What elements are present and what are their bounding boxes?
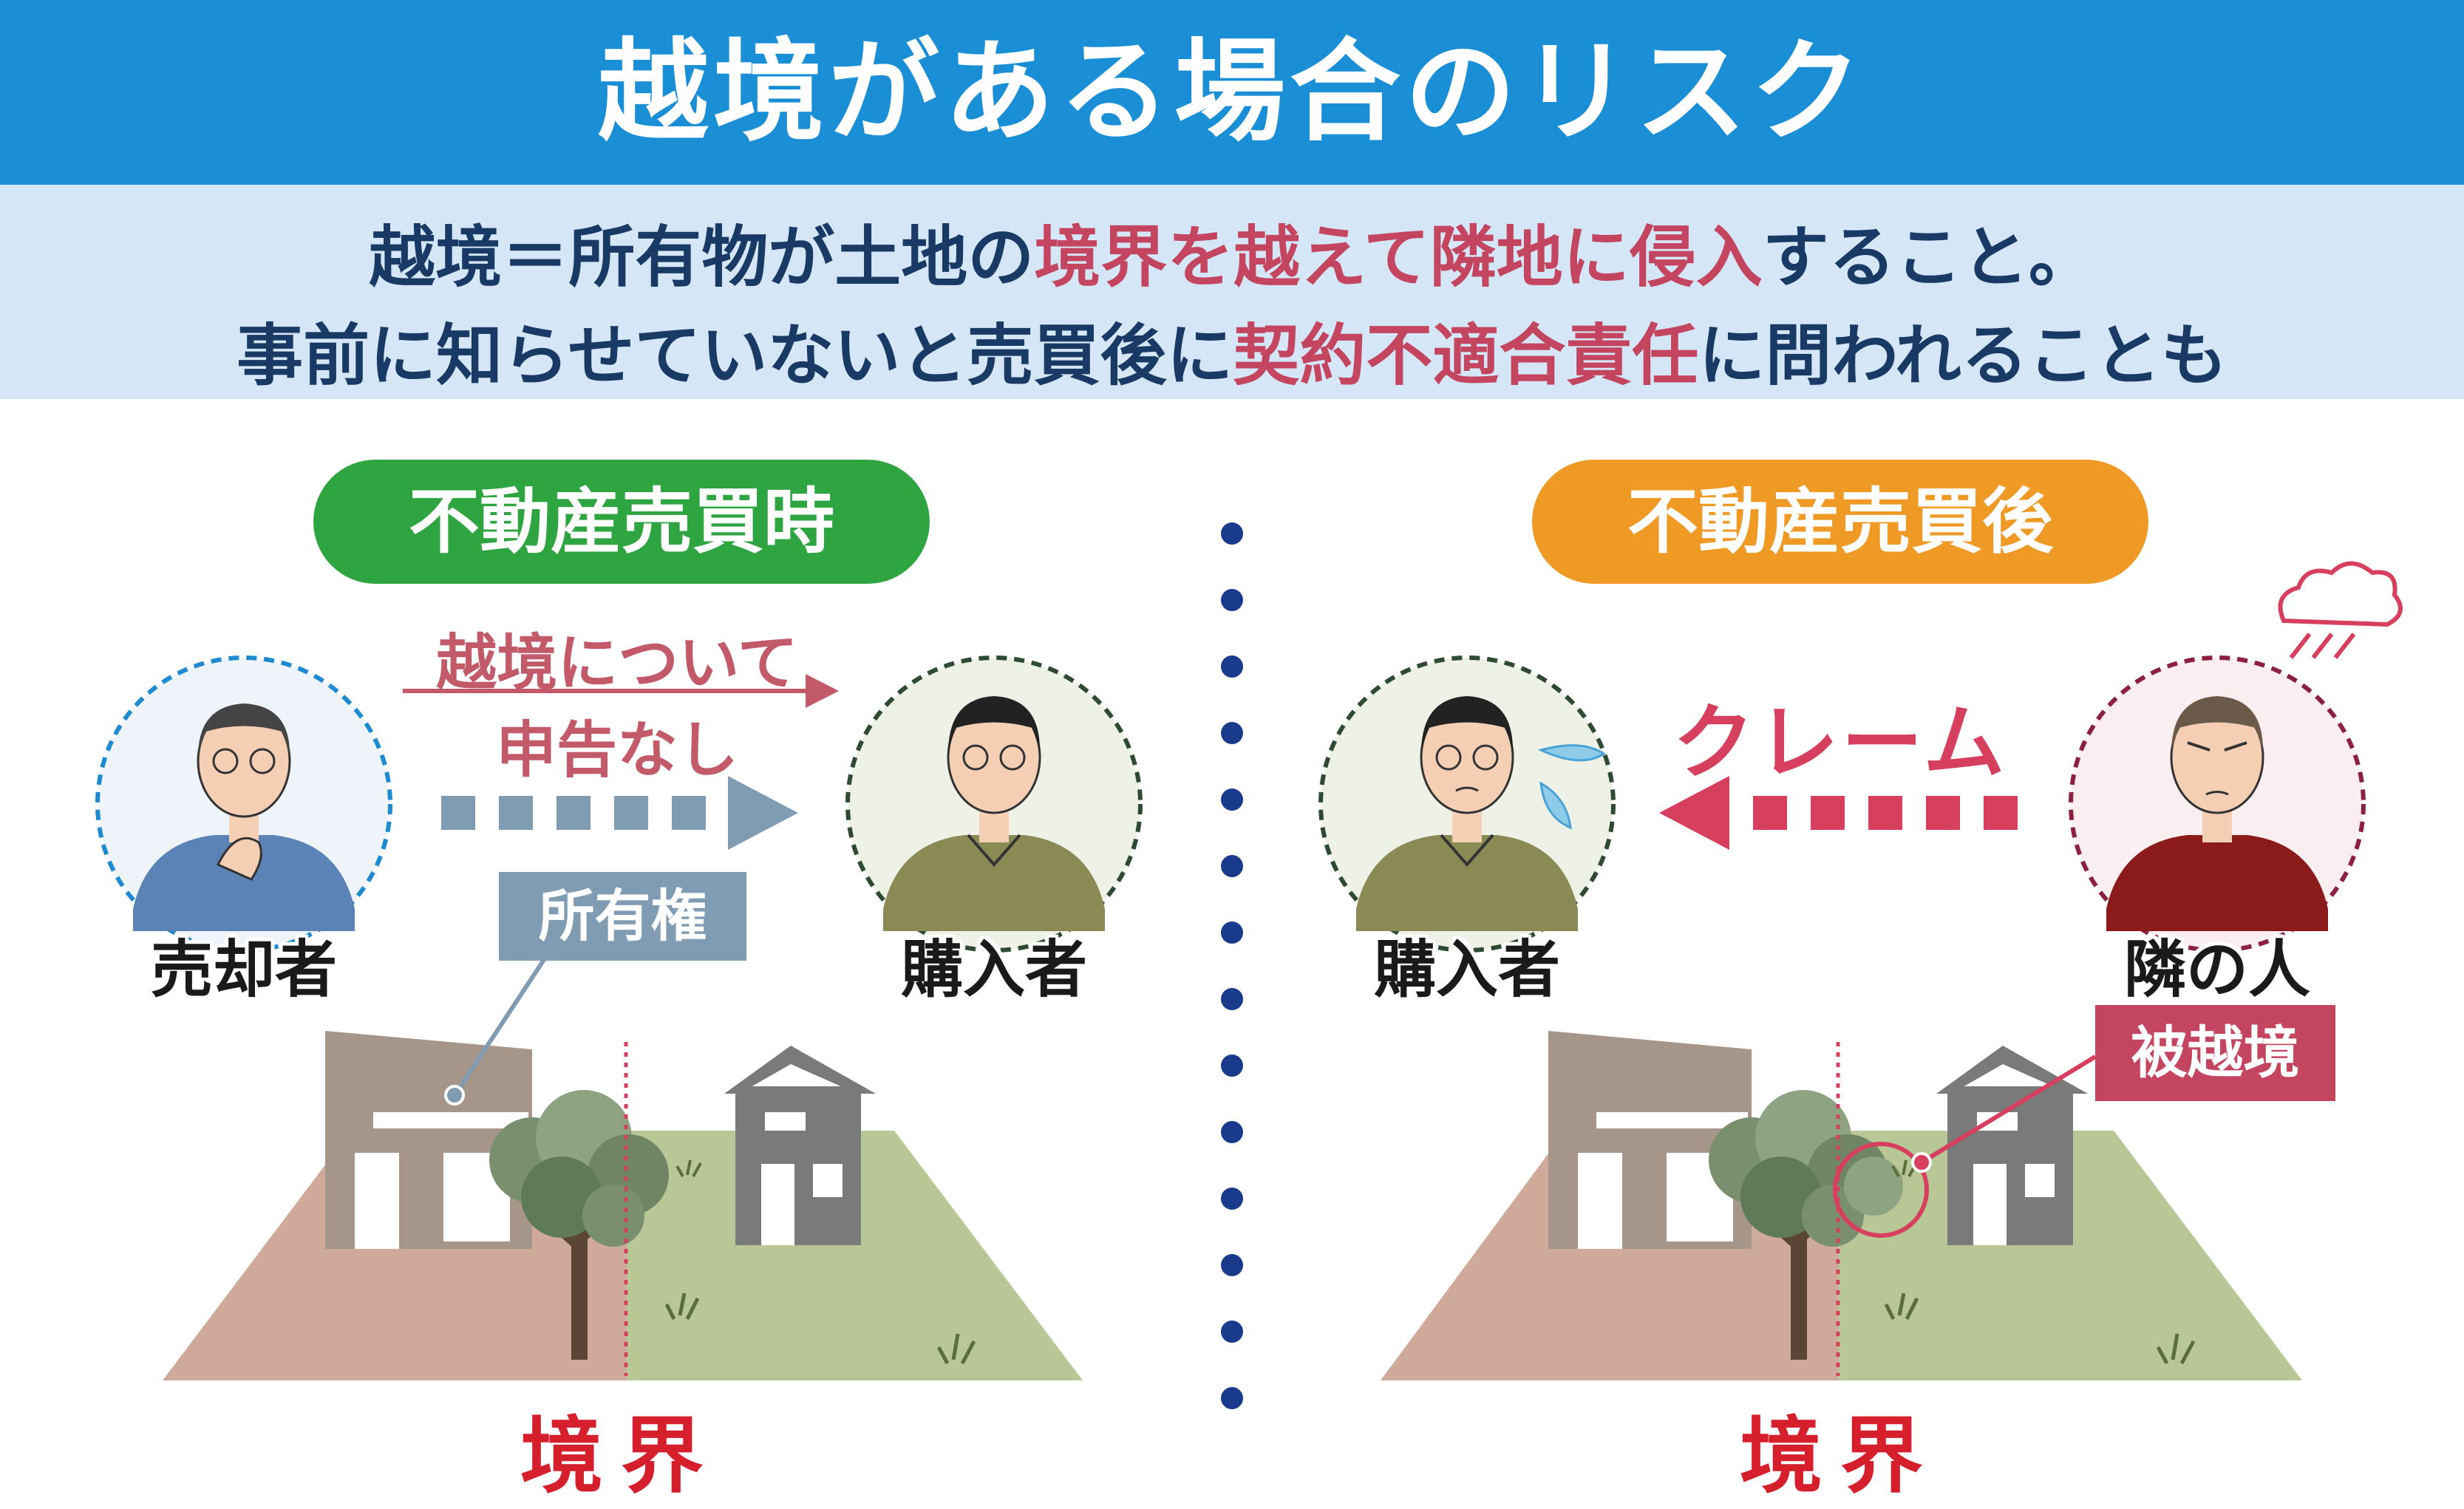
claim-text: クレーム: [1672, 695, 2008, 790]
seller-label: 売却者: [150, 933, 337, 1006]
sweat-drops-icon: [1537, 744, 1606, 830]
arrow-text-line-2: 申告なし: [495, 715, 738, 786]
buyer-label-right: 購入者: [1373, 933, 1560, 1006]
right-land-scene: [1381, 1031, 2302, 1380]
claim-arrow: [1659, 776, 2018, 850]
subtitle-line-1: 越境＝所有物が土地の境界を越えて隣地に侵入すること。: [0, 203, 2464, 299]
grass-icon: [1884, 1292, 1919, 1321]
page-title: 越境がある場合のリスク: [597, 28, 1866, 157]
ownership-tag: 所有権: [499, 872, 746, 961]
anger-cloud-icon: [2278, 561, 2403, 659]
subtitle-text: 越境＝所有物が土地の: [369, 219, 1035, 296]
heading-after-sale: 不動産売買後: [1532, 460, 2148, 584]
tree-right: [1709, 1090, 1903, 1360]
neighbor-house: [1936, 1046, 2088, 1245]
transfer-arrow: [441, 776, 798, 850]
buyer-house: [724, 1046, 876, 1245]
neighbor-label: 隣の人: [2123, 933, 2310, 1006]
encroached-tag: 被越境: [2095, 1005, 2335, 1101]
subtitle-text: すること。: [1762, 219, 2095, 296]
title-bar: [0, 0, 2464, 185]
grass-icon: [675, 1159, 702, 1177]
neighbor-avatar: [2069, 655, 2366, 953]
subtitle-band: [0, 185, 2464, 399]
boundary-label-left: 境界: [520, 1408, 721, 1505]
left-land-scene: [163, 1031, 1083, 1380]
subtitle-text: に問われることも: [1698, 317, 2228, 395]
grass-icon: [664, 1292, 700, 1321]
boundary-label-right: 境界: [1740, 1408, 1941, 1505]
no-declaration-arrow: [403, 674, 839, 708]
subtitle-text: 事前に知らせていないと売買後に: [236, 317, 1233, 395]
subtitle-highlight: 境界を越えて隣地に侵入: [1034, 219, 1763, 296]
encroachment-highlight: [1833, 1142, 1929, 1238]
center-divider: [1221, 522, 1243, 1409]
grass-icon: [2156, 1333, 2196, 1365]
encroached-pointer: [1911, 1055, 2097, 1173]
tree-left: [489, 1090, 669, 1360]
seller-avatar: [95, 655, 392, 953]
grass-icon: [936, 1333, 976, 1365]
ownership-pointer: [444, 948, 553, 1106]
arrow-text-line-1: 越境について: [436, 628, 798, 698]
buyer-label-left: 購入者: [900, 933, 1087, 1006]
subtitle-line-2: 事前に知らせていないと売買後に契約不適合責任に問われることも: [0, 302, 2464, 398]
subtitle-highlight: 契約不適合責任: [1233, 317, 1699, 395]
buyer-avatar-right: [1318, 655, 1616, 953]
buyer-avatar-left: [845, 655, 1143, 953]
heading-at-sale: 不動産売買時: [313, 460, 930, 584]
